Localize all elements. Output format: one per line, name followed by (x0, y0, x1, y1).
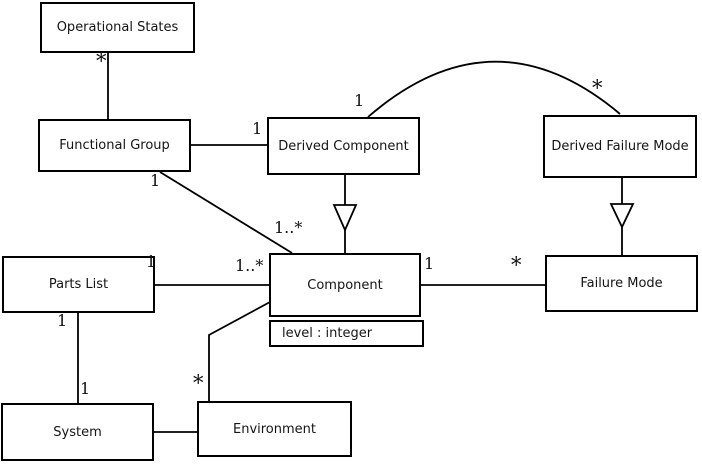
class-parts-list: Parts List (2, 256, 155, 313)
multiplicity-parts-list-end-to-system: 1 (57, 311, 68, 330)
class-name-derived-component: Derived Component (278, 138, 409, 154)
class-name-component: Component (307, 277, 383, 293)
association-environment-component (208, 301, 271, 401)
multiplicity-component-end-from-parts-list: 1..* (235, 256, 264, 275)
class-name-functional-group: Functional Group (59, 138, 170, 153)
multiplicity-component-end-to-failure-mode: 1 (424, 254, 435, 273)
multiplicity-derived-failure-mode-arc-end: * (592, 76, 603, 100)
class-name-failure-mode: Failure Mode (580, 276, 663, 291)
association-derived-component-derived-failure-mode-arc (367, 60, 621, 118)
generalization-triangle-icon-derived-component (332, 204, 358, 233)
class-name-derived-failure-mode: Derived Failure Mode (551, 139, 689, 154)
class-component: Component (269, 253, 421, 317)
multiplicity-environment-end: * (193, 371, 204, 395)
class-system: System (1, 403, 154, 461)
multiplicity-parts-list-end-to-component: 1 (146, 252, 157, 271)
class-derived-failure-mode: Derived Failure Mode (543, 115, 697, 178)
multiplicity-functional-group-end: 1 (150, 171, 161, 190)
generalization-triangle-icon-derived-failure-mode (609, 203, 635, 230)
class-derived-component: Derived Component (267, 117, 420, 175)
class-functional-group: Functional Group (38, 119, 191, 172)
class-environment: Environment (197, 401, 352, 457)
multiplicity-system-end: 1 (80, 379, 91, 398)
class-name-operational-states: Operational States (56, 20, 179, 35)
class-name-environment: Environment (232, 421, 316, 437)
class-name-system: System (53, 424, 102, 440)
multiplicity-component-end-from-functional-group: 1..* (274, 218, 303, 237)
multiplicity-derived-component-arc-end: 1 (354, 91, 365, 110)
multiplicity-operational-states-end: * (96, 49, 107, 73)
class-operational-states: Operational States (40, 2, 195, 53)
class-component-attributes: level : integer (269, 320, 424, 347)
class-name-parts-list: Parts List (48, 277, 109, 292)
multiplicity-derived-component-end: 1 (252, 119, 263, 138)
class-failure-mode: Failure Mode (545, 255, 698, 312)
attribute-level-integer: level : integer (282, 326, 373, 341)
multiplicity-failure-mode-end: * (511, 253, 522, 277)
association-functional-group-component (159, 171, 293, 254)
